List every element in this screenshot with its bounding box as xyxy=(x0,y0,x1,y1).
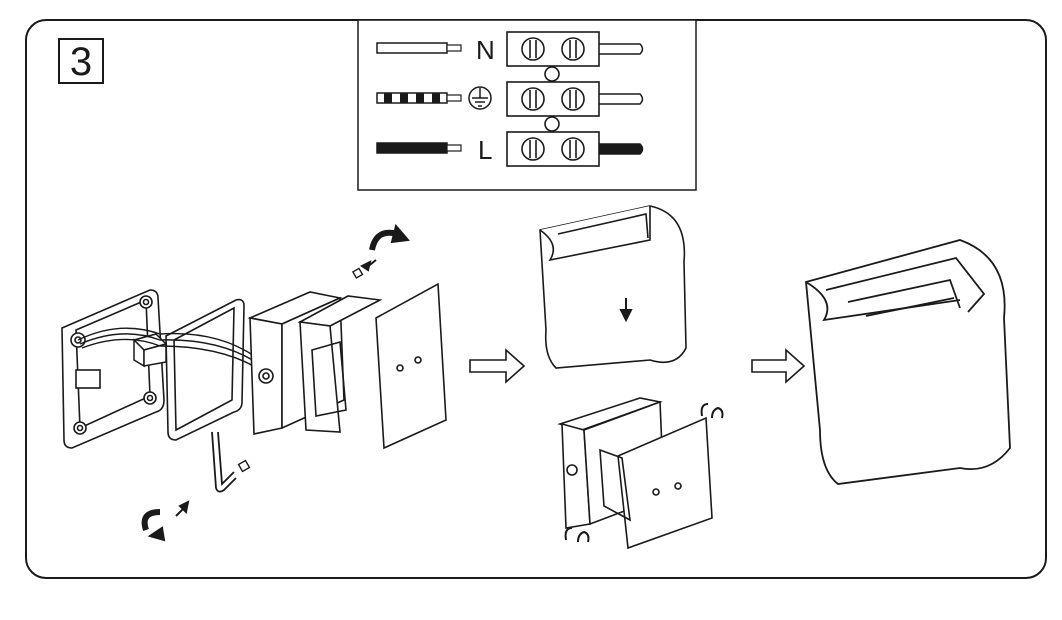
connector-block xyxy=(132,333,168,368)
outgoing-wires xyxy=(599,43,644,155)
gasket-frame xyxy=(165,298,245,441)
live-label: L xyxy=(478,135,493,165)
lamp-body-square xyxy=(297,282,447,450)
neutral-label: N xyxy=(476,35,495,65)
cable-bundle xyxy=(77,327,265,373)
screw-motion-icon xyxy=(564,403,724,543)
grub-screw-icon xyxy=(237,267,364,473)
earth-wire xyxy=(376,92,462,104)
terminal-block xyxy=(506,31,600,167)
neutral-wire xyxy=(376,42,462,54)
curved-cover xyxy=(539,205,687,369)
next-step-arrow xyxy=(469,348,806,384)
assembled-lamp xyxy=(805,239,1011,485)
wall-mounting-plate xyxy=(61,289,165,449)
allen-key-icon xyxy=(211,431,237,493)
live-wire xyxy=(376,142,462,154)
step-number: 3 xyxy=(58,38,104,84)
lamp-body-detail xyxy=(557,397,713,550)
earth-ground-icon xyxy=(468,86,492,110)
down-arrow-icon xyxy=(619,298,633,323)
rotate-arrow-icon xyxy=(141,223,410,542)
terminal-screw-icon xyxy=(521,37,585,161)
